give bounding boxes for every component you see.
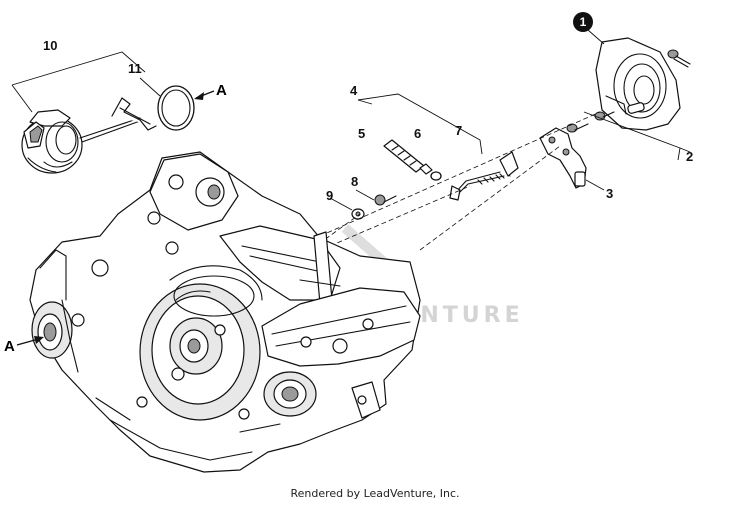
oil-cap[interactable] xyxy=(21,109,83,174)
svg-text:A: A xyxy=(216,82,227,99)
svg-text:A: A xyxy=(4,338,15,355)
callout-4: 4 xyxy=(350,83,358,98)
o-ring[interactable] xyxy=(157,85,195,131)
callout-5: 5 xyxy=(358,126,365,141)
callout-10: 10 xyxy=(43,38,57,53)
callout-1: 1 xyxy=(573,12,593,32)
reference-arrow-left: A xyxy=(4,336,44,355)
callout-7: 7 xyxy=(455,123,462,138)
adjuster-group xyxy=(357,93,519,201)
pump-cover-plate[interactable] xyxy=(595,37,681,131)
reference-arrow-top: A xyxy=(194,82,227,100)
adjuster-screw[interactable] xyxy=(383,139,433,175)
callout-2: 2 xyxy=(686,149,693,164)
oil-cap-assembly xyxy=(11,51,195,174)
pump-screw-bottom-1[interactable] xyxy=(566,123,589,133)
screw-8[interactable] xyxy=(374,194,397,206)
crankcase xyxy=(29,151,421,473)
screw-washer-group xyxy=(329,189,397,220)
callout-6: 6 xyxy=(414,126,421,141)
callout-8: 8 xyxy=(351,174,358,189)
render-credit: Rendered by LeadVenture, Inc. xyxy=(290,487,460,500)
small-o-ring[interactable] xyxy=(430,171,442,181)
oil-line-spring[interactable] xyxy=(449,151,519,201)
washer-9[interactable] xyxy=(351,208,365,220)
oil-strainer[interactable] xyxy=(79,97,157,143)
oil-pump-assembly xyxy=(566,29,691,161)
callout-9: 9 xyxy=(326,188,333,203)
callout-3: 3 xyxy=(606,186,613,201)
svg-text:1: 1 xyxy=(580,15,587,29)
pump-screw-top[interactable] xyxy=(667,49,691,68)
pump-lever[interactable] xyxy=(539,127,605,191)
callout-11: 11 xyxy=(128,61,142,76)
